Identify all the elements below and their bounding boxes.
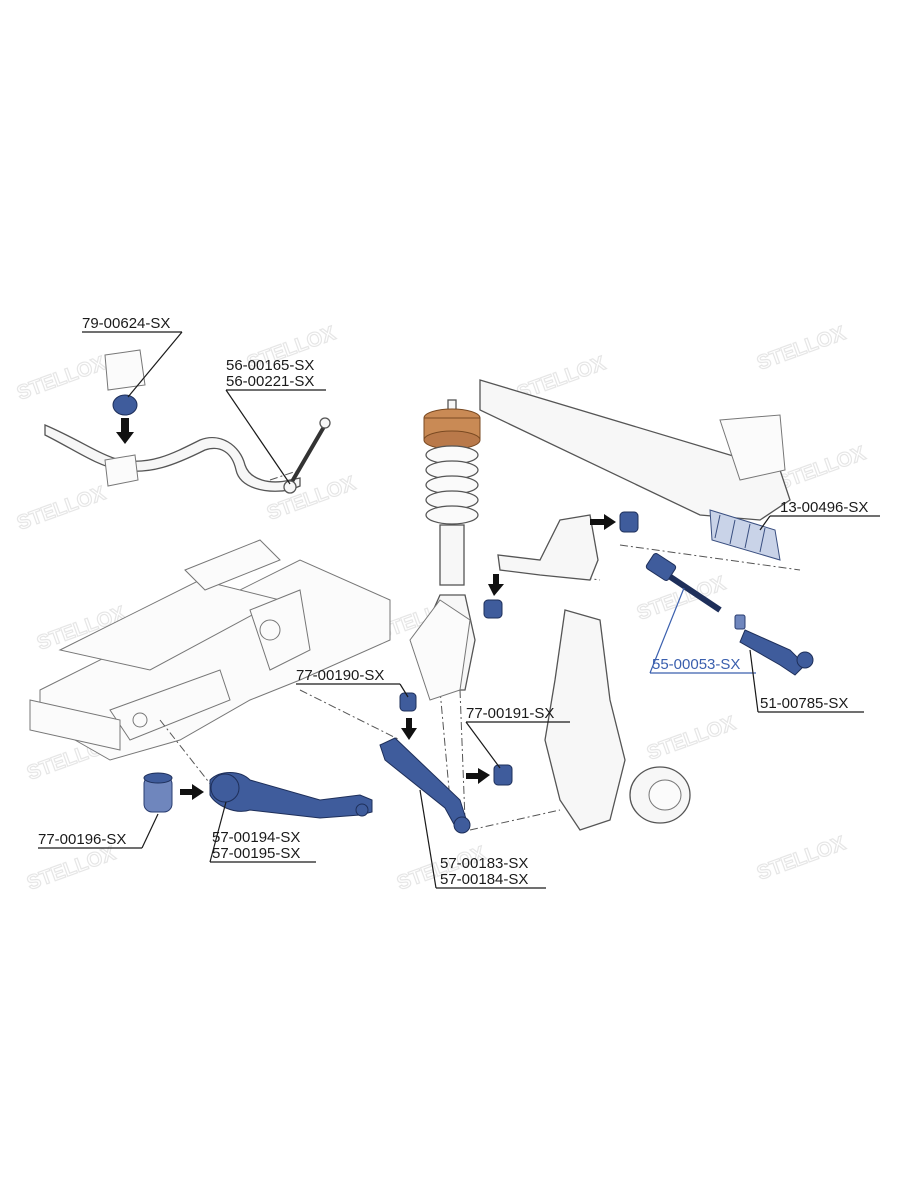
watermark: STELLOX bbox=[754, 322, 849, 374]
part-labels: 79-00624-SX 56-00165-SX 56-00221-SX 13-0… bbox=[38, 315, 868, 888]
label-13-00496: 13-00496-SX bbox=[780, 499, 868, 516]
stabilizer-link-part bbox=[283, 417, 331, 494]
label-79-00624: 79-00624-SX bbox=[82, 315, 170, 332]
tie-rod-part bbox=[645, 553, 746, 630]
label-57-00184: 57-00184-SX bbox=[440, 871, 528, 888]
label-51-00785: 51-00785-SX bbox=[760, 695, 848, 712]
label-57-00183: 57-00183-SX bbox=[440, 855, 528, 872]
watermark: STELLOX bbox=[754, 832, 849, 884]
leader-lines bbox=[38, 331, 880, 889]
subframe bbox=[29, 539, 391, 761]
watermark: STELLOX bbox=[644, 712, 739, 764]
knuckle-part bbox=[409, 599, 691, 831]
watermark: STELLOX bbox=[24, 842, 119, 894]
label-56-00165: 56-00165-SX bbox=[226, 357, 314, 374]
label-57-00194: 57-00194-SX bbox=[212, 829, 300, 846]
tie-rod-end-part bbox=[739, 629, 814, 676]
label-57-00195: 57-00195-SX bbox=[212, 845, 300, 862]
stabilizer-bar bbox=[44, 424, 301, 492]
upper-arm-part bbox=[483, 511, 639, 619]
lower-arm-bushing-part bbox=[143, 772, 173, 813]
steering-rack-part bbox=[479, 379, 791, 561]
watermark: STELLOX bbox=[264, 472, 359, 524]
stabilizer-bushing-part bbox=[104, 349, 146, 444]
label-55-00053: 55-00053-SX bbox=[652, 656, 740, 673]
lower-arm-rear-part bbox=[379, 737, 471, 834]
watermark: STELLOX bbox=[14, 482, 109, 534]
watermark: STELLOX bbox=[774, 442, 869, 494]
label-56-00221: 56-00221-SX bbox=[226, 373, 314, 390]
watermark: STELLOX bbox=[14, 352, 109, 404]
bushing-77-00190-part bbox=[399, 692, 417, 740]
lower-arm-front-part bbox=[180, 772, 373, 819]
label-77-00196: 77-00196-SX bbox=[38, 831, 126, 848]
label-77-00191: 77-00191-SX bbox=[466, 705, 554, 722]
label-77-00190: 77-00190-SX bbox=[296, 667, 384, 684]
watermark: STELLOX bbox=[634, 572, 729, 624]
bushing-77-00191-part bbox=[466, 764, 513, 786]
